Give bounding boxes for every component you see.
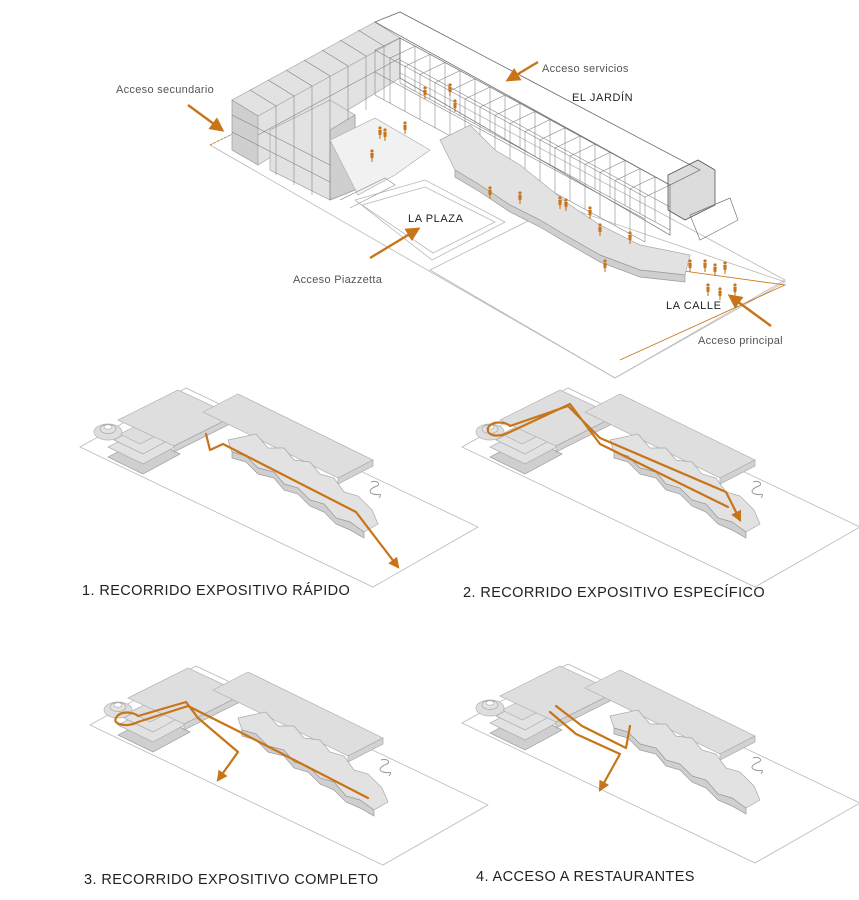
frame-grid-line (479, 94, 506, 108)
frame-grid-line (539, 127, 566, 141)
frame-grid-line (434, 70, 461, 83)
frame-grid-line (644, 184, 671, 198)
caption-route-1: 1. RECORRIDO EXPOSITIVO RÁPIDO (82, 582, 350, 599)
route-path-restaurants (548, 710, 622, 792)
frame-grid-line (374, 71, 646, 220)
frame-grid-line (629, 176, 656, 190)
frame-grid-line (374, 49, 646, 198)
label-access-main: Acceso principal (698, 335, 783, 347)
frame-grid-line (509, 111, 536, 124)
label-street: LA CALLE (666, 300, 722, 312)
gallery-frame (374, 11, 739, 283)
route-path-quick (204, 432, 400, 569)
route-path-restaurants-b (554, 704, 632, 750)
frame-grid-line (494, 103, 521, 116)
frame-grid-line (524, 119, 551, 132)
main-access-arrow (727, 294, 772, 327)
label-plaza: LA PLAZA (408, 213, 464, 225)
caption-route-4: 4. ACCESO A RESTAURANTES (476, 869, 695, 885)
main-axonometric-plan: Acceso secundario Acceso servicios EL JA… (116, 11, 787, 379)
frame-grid-line (389, 45, 416, 59)
secondary-access-arrow (187, 104, 225, 132)
label-access-piazzetta: Acceso Piazzetta (293, 274, 383, 286)
frame-grid-line (449, 78, 476, 92)
label-garden: EL JARDÍN (572, 91, 633, 104)
route-path-specific (486, 402, 742, 522)
frame-grid-line (419, 62, 446, 75)
frame-grid-line (399, 37, 671, 186)
frame-grid-line (374, 37, 401, 51)
route-path-complete (114, 700, 370, 800)
frame-grid-line (404, 54, 431, 67)
left-building-block (231, 21, 431, 209)
frame-grid-line (569, 143, 596, 157)
services-access-arrow (505, 60, 539, 82)
frame-grid-line (584, 152, 611, 165)
route-diagram-4 (461, 663, 859, 864)
caption-route-3: 3. RECORRIDO EXPOSITIVO COMPLETO (84, 872, 379, 888)
frame-grid-line (399, 59, 671, 208)
frame-grid-line (599, 160, 626, 173)
frame-grid-line (554, 135, 581, 149)
label-access-services: Acceso servicios (542, 63, 629, 75)
route-diagram-2 (461, 387, 859, 588)
piazzetta-access-arrow (369, 227, 421, 260)
frame-grid-line (614, 168, 641, 181)
route-diagram-1 (79, 387, 479, 588)
frame-grid-line (464, 86, 491, 100)
route-diagram-3 (89, 665, 489, 866)
frame-grid-line (399, 82, 671, 231)
caption-route-2: 2. RECORRIDO EXPOSITIVO ESPECÍFICO (463, 584, 765, 601)
label-access-secondary: Acceso secundario (116, 84, 214, 96)
